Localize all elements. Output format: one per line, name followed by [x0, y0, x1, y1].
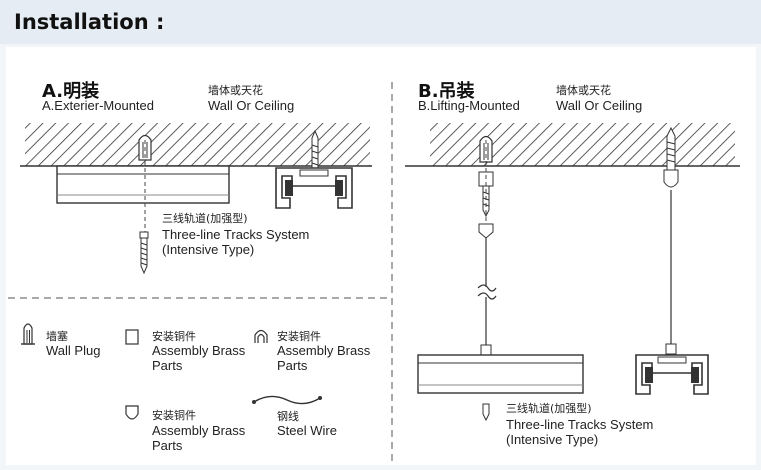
legend-wire-cn: 钢线: [277, 410, 299, 423]
section-b-track-en-2: (Intensive Type): [506, 432, 599, 447]
end-screw-b: [482, 403, 490, 422]
legend-brass1-cn: 安装铜件: [152, 330, 196, 343]
section-b-track-cn: 三线轨道(加强型): [506, 402, 592, 415]
legend-brass2-cn: 安装铜件: [277, 330, 321, 343]
legend-brass3-en-1: Assembly Brass: [152, 423, 246, 438]
legend-brass1-en-2: Parts: [152, 358, 183, 373]
steel-wire-end-left: [252, 400, 256, 404]
wire-gripper-b-right: [665, 343, 677, 355]
section-a-subtitle: A.Exterier-Mounted: [42, 98, 154, 113]
track-profile-a: [275, 167, 353, 209]
track-fixture-a: [56, 165, 230, 204]
legend-brass1-en-1: Assembly Brass: [152, 343, 246, 358]
steel-wire-icon: [253, 395, 321, 405]
track-profile-b: [635, 354, 709, 395]
section-b-title: B.吊装: [418, 81, 475, 102]
ceiling-b-hatch: [430, 123, 735, 166]
section-b-drawing: [405, 123, 740, 422]
wall-plug-icon: [21, 323, 35, 345]
screw-a: [139, 231, 149, 275]
section-b-surface-cn: 墙体或天花: [556, 84, 611, 97]
brass-square-icon: [125, 329, 139, 345]
section-a-track-cn: 三线轨道(加强型): [162, 212, 248, 225]
section-a-title: A.明装: [42, 81, 100, 102]
legend-wire-en: Steel Wire: [277, 423, 337, 438]
brass-arch-icon: [254, 329, 268, 343]
diagram-panel: [6, 47, 756, 465]
wire-break-b: [477, 284, 497, 300]
section-b-subtitle: B.Lifting-Mounted: [418, 98, 520, 113]
legend-brass2-en-1: Assembly Brass: [277, 343, 371, 358]
legend-brass2-en-2: Parts: [277, 358, 308, 373]
legend-wall-plug-cn: 墙塞: [46, 330, 68, 343]
page-title: Installation :: [14, 10, 165, 34]
legend-brass3-en-2: Parts: [152, 438, 183, 453]
track-fixture-b: [417, 354, 584, 394]
wire-gripper-b-top: [478, 223, 494, 239]
header-bar: Installation :: [0, 0, 761, 44]
section-a-track-en-1: Three-line Tracks System: [162, 227, 310, 242]
section-a-surface-cn: 墙体或天花: [208, 84, 263, 97]
ceiling-screw-b-right: [663, 126, 679, 188]
wire-gripper-b-bottom: [480, 344, 492, 356]
legend-wall-plug-en: Wall Plug: [46, 343, 101, 358]
section-a-surface-en: Wall Or Ceiling: [208, 98, 295, 113]
section-a-track-en-2: (Intensive Type): [162, 242, 255, 257]
section-b-track-en-1: Three-line Tracks System: [506, 417, 654, 432]
section-a-drawing: [20, 123, 372, 275]
steel-wire-end-right: [318, 396, 322, 400]
section-b-surface-en: Wall Or Ceiling: [556, 98, 643, 113]
legend-brass3-cn: 安装铜件: [152, 409, 196, 422]
brass-shield-icon: [125, 405, 139, 420]
